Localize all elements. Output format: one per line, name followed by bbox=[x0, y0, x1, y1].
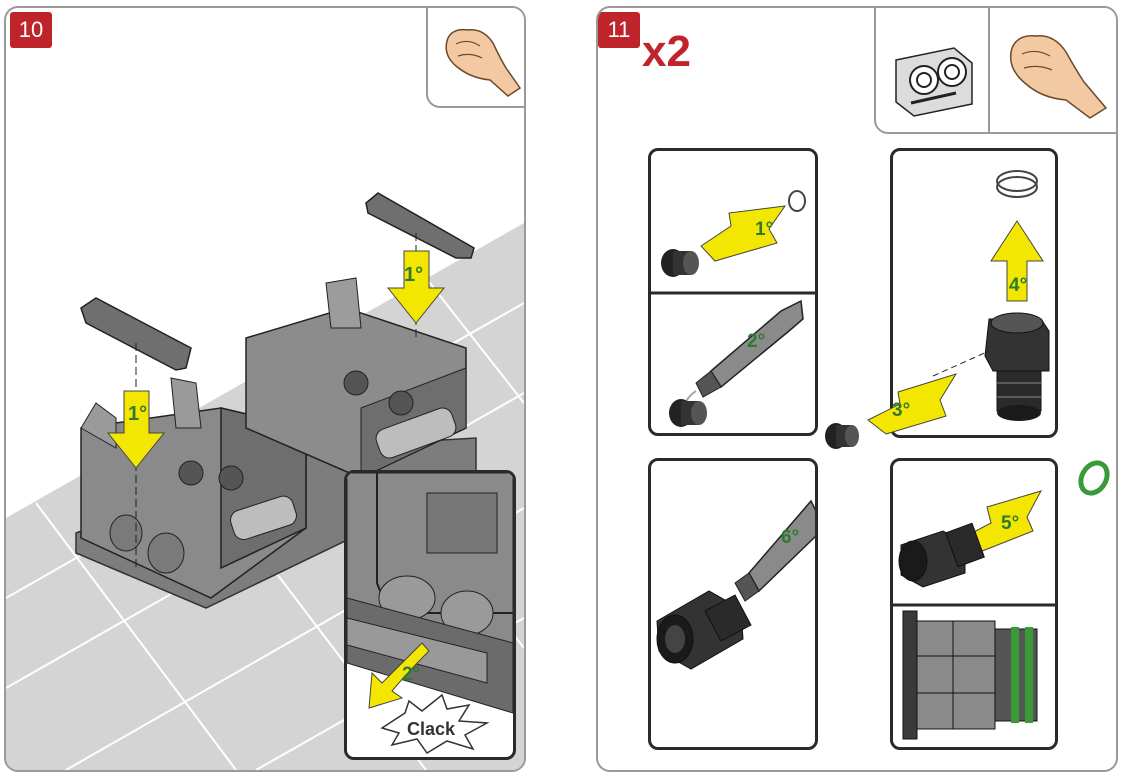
step-11-badge: 11 bbox=[598, 12, 640, 48]
cable-gland-before-oring bbox=[898, 522, 985, 588]
arrow-1-left-label: 1° bbox=[128, 403, 147, 425]
arrow-3-graphic: 3° bbox=[825, 373, 958, 449]
green-oring-icon bbox=[1078, 460, 1110, 496]
detail-illustration: 2° Clack bbox=[347, 473, 513, 754]
step-10-detail-inset: 2° Clack bbox=[344, 470, 516, 760]
frame-a-illustration: 1° 2° bbox=[651, 190, 815, 427]
finished-gland-section bbox=[902, 610, 1038, 740]
left-cover-strip bbox=[80, 297, 192, 371]
frame-step-5: 5° bbox=[890, 458, 1058, 750]
arrow-3-label: 3° bbox=[892, 400, 910, 421]
arrow-1-left: 1° bbox=[106, 390, 166, 469]
arrow-6-label: 6° bbox=[781, 527, 799, 548]
hand-icon bbox=[1009, 35, 1108, 119]
large-oring bbox=[996, 170, 1038, 192]
seal-kit-reference-box bbox=[874, 8, 994, 134]
frame-steps-1-2: 1° 2° bbox=[648, 148, 818, 436]
step-11-multiplier: x2 bbox=[642, 27, 691, 76]
hand-reference-box-2 bbox=[988, 8, 1116, 134]
hand-icon bbox=[445, 28, 522, 97]
seal-kit-icon bbox=[895, 47, 973, 117]
arrow-2-label: 2° bbox=[402, 664, 420, 685]
step-10-badge: 10 bbox=[10, 12, 52, 48]
arrow-1-right: 1° bbox=[386, 250, 446, 324]
assembled-gland bbox=[656, 590, 752, 670]
arrow-1-label: 1° bbox=[755, 219, 773, 240]
step-10-panel: 1° 1° 2° Clack 10 bbox=[4, 6, 526, 772]
arrow-1-right-label: 1° bbox=[404, 264, 423, 286]
arrow-5-label: 5° bbox=[1001, 513, 1019, 534]
step-11-panel: 11 x2 1° bbox=[596, 6, 1118, 772]
frame-step-6: 6° bbox=[648, 458, 818, 750]
arrow-4 bbox=[990, 220, 1044, 302]
arrow-3 bbox=[867, 373, 958, 435]
clack-burst bbox=[380, 693, 490, 754]
frame-c-illustration: 6° bbox=[656, 499, 815, 670]
clack-text: Clack bbox=[407, 719, 456, 739]
cable-gland-body bbox=[984, 312, 1050, 421]
right-junction-module bbox=[245, 277, 467, 479]
gland-nut bbox=[661, 249, 699, 277]
arrow-1 bbox=[700, 205, 787, 262]
arrow-4-label: 4° bbox=[1009, 275, 1027, 296]
right-cover-strip bbox=[365, 192, 475, 259]
arrow-2-label: 2° bbox=[747, 331, 765, 352]
grease-tube bbox=[734, 499, 815, 602]
gland-nut-2 bbox=[669, 399, 707, 427]
loose-gland-nut bbox=[825, 423, 859, 449]
small-oring bbox=[788, 190, 806, 212]
frame-b-illustration: 4° bbox=[932, 170, 1050, 421]
hand-reference-box bbox=[426, 8, 524, 108]
frame-d-illustration: 5° bbox=[893, 490, 1055, 740]
grease-tube bbox=[695, 299, 804, 398]
